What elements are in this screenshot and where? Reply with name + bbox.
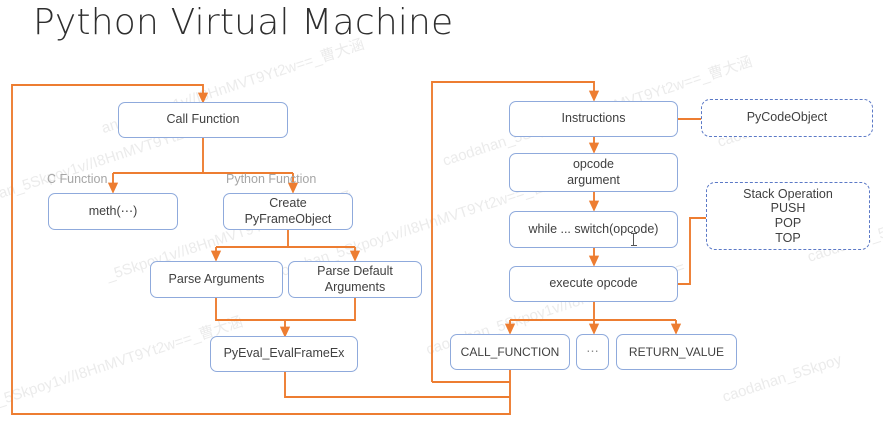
- node-label-line2: PyFrameObject: [244, 211, 332, 226]
- node-label-line2: argument: [567, 172, 620, 187]
- node-label: while ... switch(opcode): [528, 221, 659, 236]
- node-label: CALL_FUNCTION: [460, 344, 560, 359]
- text-cursor-icon: [630, 233, 637, 246]
- watermark: _5Skpoy1v//I8HnMVT9Yt2w==_曹大涵: [0, 313, 246, 410]
- node-label-line2: Arguments: [324, 279, 386, 294]
- group-label-c-function: C Function: [47, 172, 108, 186]
- node-label: PyEval_EvalFrameEx: [223, 346, 345, 361]
- node-opcode-argument[interactable]: opcode argument: [509, 153, 678, 192]
- node-label: ⋯: [586, 344, 599, 359]
- node-label: PyCodeObject: [746, 110, 828, 125]
- watermark: caodahan_5Skpoy: [720, 351, 844, 406]
- node-instructions[interactable]: Instructions: [509, 101, 678, 137]
- node-execute-opcode[interactable]: execute opcode: [509, 266, 678, 302]
- node-label: Parse Arguments: [168, 271, 265, 286]
- node-stack-operation[interactable]: Stack Operation PUSH POP TOP: [706, 182, 870, 250]
- node-pyeval-evalframeex[interactable]: PyEval_EvalFrameEx: [210, 336, 358, 372]
- node-label-line1: opcode: [572, 156, 614, 171]
- node-call-function-opcode[interactable]: CALL_FUNCTION: [450, 334, 570, 370]
- node-return-value-opcode[interactable]: RETURN_VALUE: [616, 334, 737, 370]
- stack-operation-top: TOP: [775, 230, 801, 245]
- node-label: Call Function: [166, 112, 240, 127]
- node-create-pyframeobject[interactable]: Create PyFrameObject: [223, 193, 353, 230]
- node-while-switch-opcode[interactable]: while ... switch(opcode): [509, 211, 678, 248]
- node-label: execute opcode: [549, 276, 638, 291]
- node-ellipsis-opcode[interactable]: ⋯: [576, 334, 609, 370]
- node-parse-arguments[interactable]: Parse Arguments: [150, 261, 283, 298]
- node-label: Instructions: [561, 111, 626, 126]
- node-label: meth(⋯): [88, 203, 138, 218]
- stack-operation-title: Stack Operation: [743, 186, 833, 201]
- node-label-line1: Parse Default: [317, 263, 393, 278]
- node-call-function[interactable]: Call Function: [118, 102, 288, 138]
- node-label: RETURN_VALUE: [628, 344, 725, 359]
- node-pycodeobject[interactable]: PyCodeObject: [701, 99, 873, 137]
- node-label-line1: Create: [269, 195, 307, 210]
- page-title: Python Virtual Machine: [33, 2, 454, 43]
- stack-operation-push: PUSH: [770, 201, 806, 216]
- node-meth[interactable]: meth(⋯): [48, 193, 178, 230]
- group-label-python-function: Python Function: [226, 172, 317, 186]
- node-parse-default-arguments[interactable]: Parse Default Arguments: [288, 261, 422, 298]
- stack-operation-pop: POP: [774, 216, 802, 230]
